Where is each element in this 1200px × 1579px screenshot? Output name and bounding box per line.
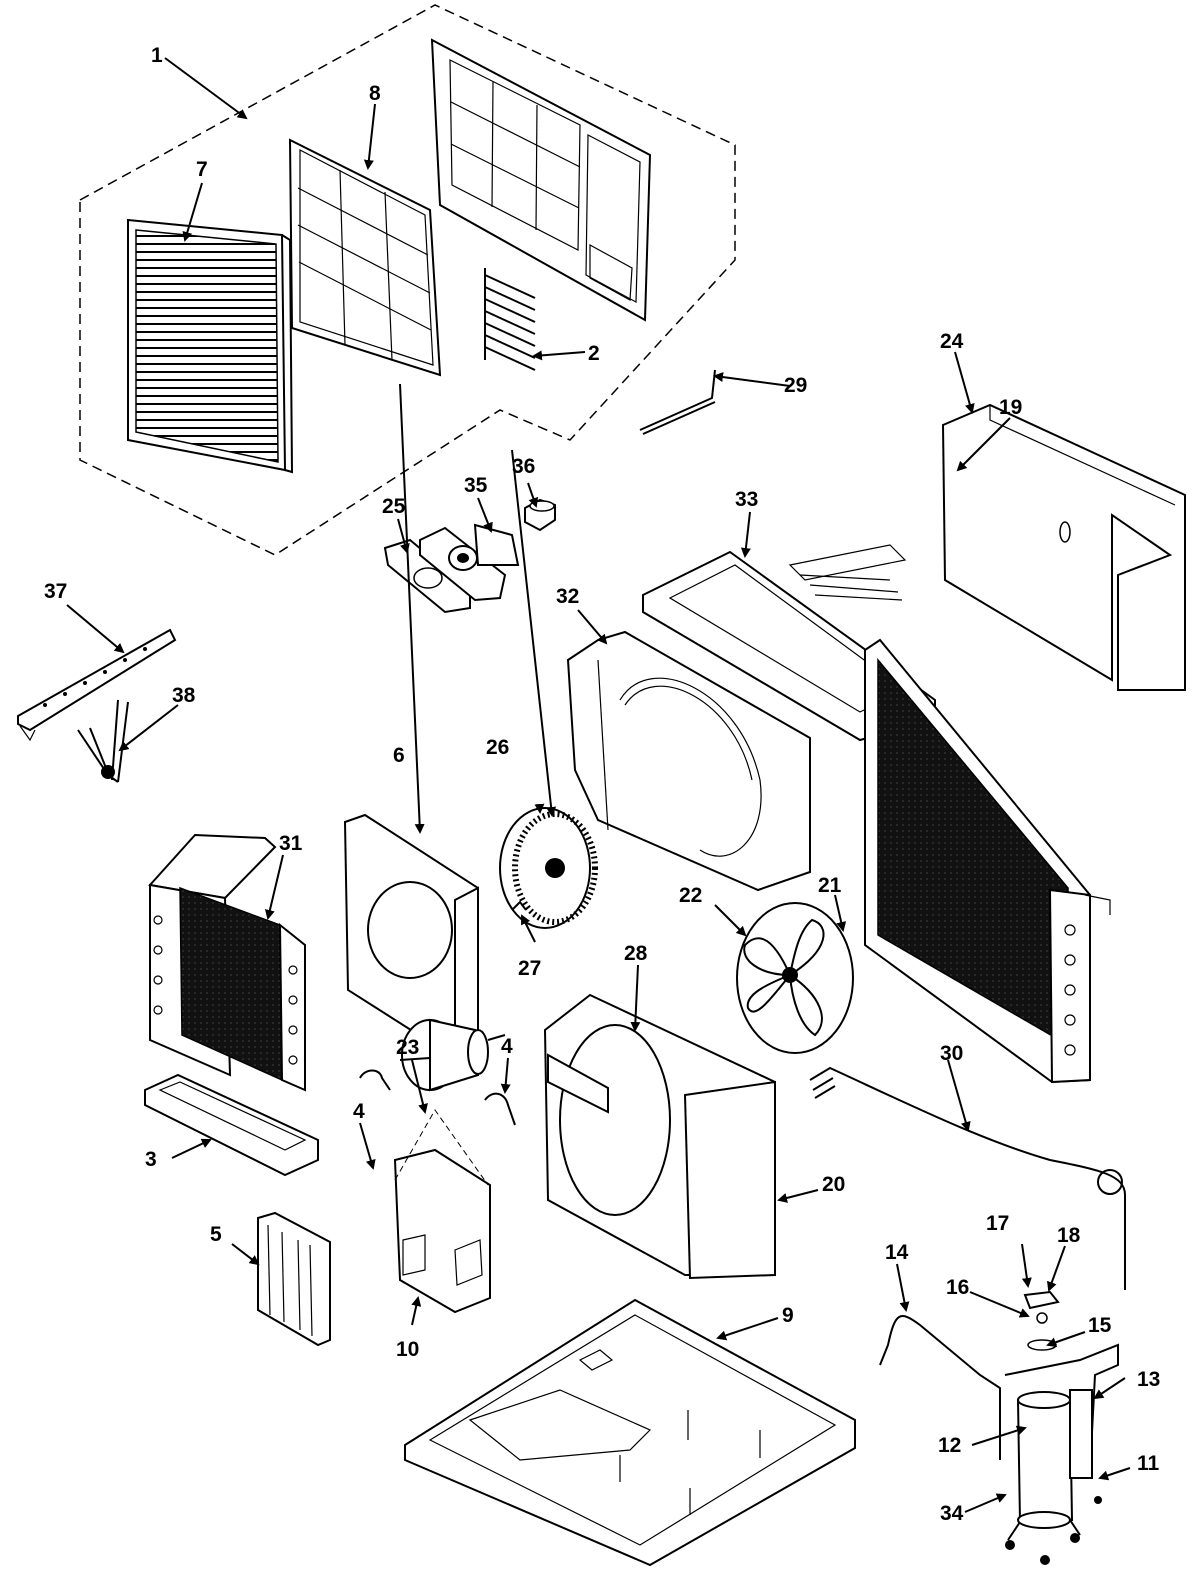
callout-12: 12 xyxy=(938,1434,961,1457)
callout-35: 35 xyxy=(464,474,488,497)
duct-part xyxy=(257,1211,331,1347)
evaporator-coil-part xyxy=(148,833,306,1092)
callout-10: 10 xyxy=(396,1338,419,1361)
callout-25: 25 xyxy=(382,495,406,518)
mounting-bracket-part xyxy=(17,628,177,742)
callout-21: 21 xyxy=(818,874,842,897)
leader-lines xyxy=(66,57,1131,1513)
front-assembly-outline xyxy=(79,4,736,556)
callout-19: 19 xyxy=(999,396,1022,419)
callout-18: 18 xyxy=(1057,1224,1081,1247)
link-rod-part xyxy=(639,369,716,435)
callout-2: 2 xyxy=(588,342,600,365)
callout-22: 22 xyxy=(679,884,702,907)
callout-labels: 1 7 8 2 29 24 36 35 33 25 32 37 38 26 6 … xyxy=(44,44,1160,1525)
callout-29: 29 xyxy=(784,374,807,397)
callout-4b: 4 xyxy=(353,1100,365,1123)
callout-11: 11 xyxy=(1137,1452,1160,1475)
callout-8: 8 xyxy=(369,82,381,105)
callout-1: 1 xyxy=(151,44,163,67)
capillary-tube-part xyxy=(809,1066,1126,1290)
callout-27: 27 xyxy=(518,957,541,980)
knob-part xyxy=(524,498,556,532)
base-pan-part xyxy=(404,1298,856,1567)
condenser-shroud-part xyxy=(543,993,776,1280)
callout-36: 36 xyxy=(512,455,535,478)
callout-31: 31 xyxy=(279,832,303,855)
callout-20: 20 xyxy=(822,1173,845,1196)
blower-wheel-part xyxy=(499,807,598,929)
callout-26: 26 xyxy=(486,736,509,759)
shaft-housing-part xyxy=(419,523,520,602)
motor-clip-part xyxy=(359,1069,516,1126)
clip-part xyxy=(511,900,527,911)
callout-32: 32 xyxy=(556,585,579,608)
callout-5: 5 xyxy=(210,1223,222,1246)
callout-30: 30 xyxy=(940,1042,963,1065)
callout-15: 15 xyxy=(1088,1314,1112,1337)
front-frame-part xyxy=(430,38,652,322)
support-leg-part xyxy=(77,699,129,783)
louver-part xyxy=(484,268,536,371)
callout-33: 33 xyxy=(735,488,758,511)
motor-mount-part xyxy=(393,1109,491,1314)
callout-9: 9 xyxy=(782,1304,794,1327)
compressor-group-part xyxy=(879,1290,1119,1565)
cabinet-wrapper-part xyxy=(941,403,1186,691)
orifice-panel-part xyxy=(343,813,479,1060)
callout-16: 16 xyxy=(946,1276,969,1299)
callout-3: 3 xyxy=(145,1148,157,1171)
callout-4a: 4 xyxy=(501,1035,513,1058)
condenser-coil-part xyxy=(864,638,1111,1084)
callout-7: 7 xyxy=(196,158,208,181)
callout-28: 28 xyxy=(624,942,648,965)
callout-6: 6 xyxy=(393,744,405,767)
air-filter-part xyxy=(288,138,442,377)
callout-34: 34 xyxy=(940,1502,964,1525)
condenser-fan-part xyxy=(736,902,854,1054)
scroll-housing-part xyxy=(566,630,811,892)
callout-37: 37 xyxy=(44,580,67,603)
gasket-part xyxy=(383,538,471,614)
callout-23: 23 xyxy=(396,1036,419,1059)
callout-38: 38 xyxy=(172,684,196,707)
front-grille-part xyxy=(127,218,294,474)
callout-14: 14 xyxy=(885,1241,909,1264)
callout-13: 13 xyxy=(1137,1368,1160,1391)
callout-17: 17 xyxy=(986,1212,1009,1235)
drain-pan-part xyxy=(144,1073,319,1177)
callout-24: 24 xyxy=(940,330,964,353)
